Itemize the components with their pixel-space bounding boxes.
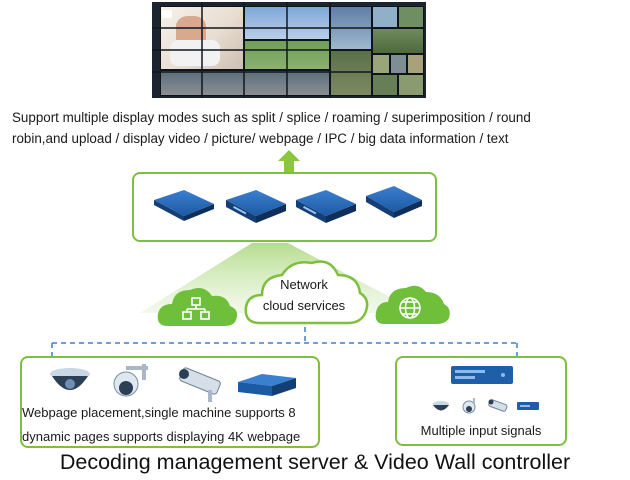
small-bullet-camera-icon [488, 399, 508, 412]
camera-icons-row [50, 364, 296, 402]
speed-dome-camera-icon [113, 364, 148, 397]
decoder-devices [154, 186, 422, 223]
cloud-label-line-1: Network [280, 277, 328, 292]
decoder-devices-box [132, 172, 437, 242]
dashed-connectors [51, 327, 518, 357]
server-rack-icon [451, 366, 513, 384]
webpage-placement-caption: Webpage placement,single machine support… [22, 401, 322, 449]
display-modes-line-2: robin,and upload / display video / pictu… [12, 131, 509, 146]
input-signals-icons [433, 366, 539, 414]
decoder-device-2 [226, 190, 286, 223]
network-cloud [244, 260, 369, 325]
video-wall-image [152, 2, 426, 98]
small-dome-camera-icon [433, 401, 449, 411]
input-signals-panel [395, 356, 567, 446]
decoder-device-4 [366, 186, 422, 218]
left-caption-line-2: dynamic pages supports displaying 4K web… [22, 429, 301, 444]
cloud-label-line-2: cloud services [262, 298, 346, 313]
decoder-device-3 [296, 190, 356, 223]
decoder-device-1 [154, 190, 214, 221]
small-nvr-icon [517, 402, 539, 410]
sitemap-icon [182, 297, 210, 320]
page-title: Decoding management server & Video Wall … [59, 450, 571, 474]
webpage-placement-panel [20, 356, 320, 448]
left-caption-line-1: Webpage placement,single machine support… [22, 405, 296, 420]
up-arrow-icon [278, 150, 300, 172]
small-speed-dome-icon [462, 398, 476, 414]
display-modes-description: Support multiple display modes such as s… [12, 107, 612, 149]
globe-cloud [375, 285, 450, 324]
dome-camera-icon [50, 368, 90, 390]
globe-icon [399, 297, 421, 319]
video-wall-grid [152, 2, 372, 98]
sitemap-cloud [157, 288, 238, 326]
network-cloud-label: Network cloud services [246, 274, 362, 316]
bullet-camera-icon [179, 367, 221, 402]
nvr-device-icon [238, 374, 296, 396]
display-modes-line-1: Support multiple display modes such as s… [12, 110, 531, 125]
input-signals-caption: Multiple input signals [420, 423, 542, 438]
